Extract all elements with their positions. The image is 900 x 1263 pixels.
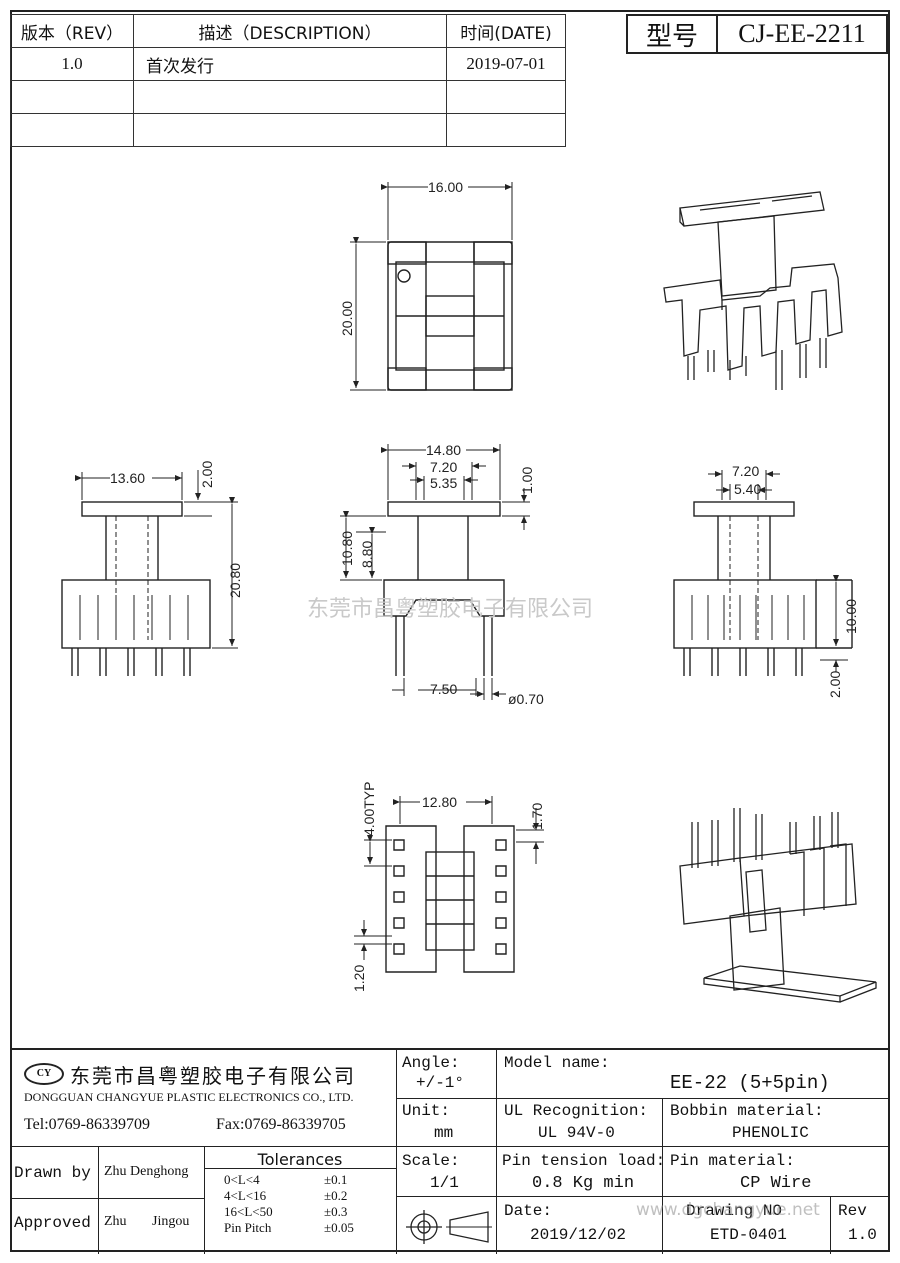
approved-name-2: Jingou bbox=[152, 1214, 190, 1229]
date-header: 时间(DATE) bbox=[446, 14, 566, 48]
tolerance-row: Pin Pitch ±0.05 bbox=[224, 1220, 394, 1236]
dim-bottom-width: 12.80 bbox=[422, 794, 457, 810]
company-name-cn: 东莞市昌粤塑胶电子有限公司 bbox=[70, 1063, 356, 1088]
dim-top-height: 20.00 bbox=[339, 301, 355, 336]
tolerance-range: 4<L<16 bbox=[224, 1188, 267, 1203]
pin-material-label: Pin material: bbox=[670, 1152, 795, 1170]
angle-label: Angle: bbox=[402, 1054, 460, 1072]
desc-header: 描述（DESCRIPTION） bbox=[133, 14, 447, 48]
tolerances-list: 0<L<4 ±0.1 4<L<16 ±0.2 16<L<50 ±0.3 Pin Pit… bbox=[224, 1172, 394, 1236]
dim-top-width: 16.00 bbox=[428, 179, 463, 195]
drawn-by-name: Zhu Denghong bbox=[104, 1164, 189, 1179]
front-view bbox=[340, 444, 530, 700]
tolerance-value: ±0.05 bbox=[324, 1220, 354, 1235]
bobbin-material-label: Bobbin material: bbox=[670, 1102, 824, 1120]
model-value: CJ-EE-2211 bbox=[738, 19, 866, 48]
tolerance-range: 16<L<50 bbox=[224, 1204, 273, 1219]
drawing-no-value: ETD-0401 bbox=[710, 1226, 787, 1244]
model-box: 型号 CJ-EE-2211 bbox=[626, 14, 888, 54]
technical-drawing: 16.00 20.00 13.60 2.00 20.80 bbox=[61, 179, 877, 1003]
drawing-frame bbox=[10, 10, 890, 1252]
dim-left-height: 20.80 bbox=[227, 563, 243, 598]
dim-front-a: 7.20 bbox=[430, 459, 457, 475]
ul-value: UL 94V-0 bbox=[538, 1124, 615, 1142]
url-watermark: www.dgchangyue.net bbox=[636, 1200, 820, 1220]
revision-table: 版本（REV） 描述（DESCRIPTION） 时间(DATE) 1.0 首次发… bbox=[10, 14, 566, 147]
scale-label: Scale: bbox=[402, 1152, 460, 1170]
dim-left-width: 13.60 bbox=[110, 470, 145, 486]
company-tel: Tel:0769-86339709 bbox=[24, 1116, 150, 1133]
dim-right-b: 5.40 bbox=[734, 481, 761, 497]
unit-value: mm bbox=[434, 1124, 454, 1142]
dim-bottom-typ: 4.00TYP bbox=[361, 782, 377, 836]
desc-cell bbox=[133, 113, 447, 147]
bottom-view bbox=[354, 796, 544, 973]
dim-right-a: 7.20 bbox=[732, 463, 759, 479]
tolerance-value: ±0.3 bbox=[324, 1204, 348, 1219]
tolerance-row: 0<L<4 ±0.1 bbox=[224, 1172, 394, 1188]
approved-label: Approved bbox=[14, 1214, 91, 1232]
title-block: CY 东莞市昌粤塑胶电子有限公司 DONGGUAN CHANGYUE PLAST… bbox=[10, 1048, 890, 1254]
scale-value: 1/1 bbox=[430, 1174, 459, 1192]
dim-bottom-c: 1.70 bbox=[529, 803, 545, 830]
tolerance-row: 4<L<16 ±0.2 bbox=[224, 1188, 394, 1204]
desc-cell bbox=[133, 80, 447, 114]
tolerance-value: ±0.2 bbox=[324, 1188, 348, 1203]
watermark-text: 东莞市昌粤塑胶电子有限公司 bbox=[307, 597, 593, 622]
dim-front-width: 14.80 bbox=[426, 442, 461, 458]
date-value: 2019/12/02 bbox=[530, 1226, 627, 1244]
pin-tension-label: Pin tension load: bbox=[502, 1152, 666, 1170]
angle-value: +/-1° bbox=[416, 1074, 465, 1092]
rev-value: 1.0 bbox=[848, 1226, 877, 1244]
rev-cell bbox=[10, 113, 134, 147]
company-header: CY 东莞市昌粤塑胶电子有限公司 bbox=[24, 1062, 394, 1088]
bobbin-material-value: PHENOLIC bbox=[732, 1124, 809, 1142]
tolerances-label: Tolerances bbox=[257, 1150, 343, 1169]
unit-label: Unit: bbox=[402, 1102, 451, 1120]
dim-right-p: 2.00 bbox=[827, 671, 843, 698]
model-label: 型号 bbox=[628, 16, 718, 52]
model-name-label: Model name: bbox=[504, 1054, 610, 1072]
dim-left-top: 2.00 bbox=[199, 461, 215, 488]
isometric-view-top bbox=[663, 191, 843, 390]
left-view bbox=[61, 470, 238, 676]
dim-front-h1: 10.80 bbox=[339, 531, 355, 566]
tolerance-range: 0<L<4 bbox=[224, 1172, 260, 1187]
company-name-en: DONGGUAN CHANGYUE PLASTIC ELECTRONICS CO… bbox=[24, 1090, 354, 1104]
drawn-by-label: Drawn by bbox=[14, 1164, 91, 1182]
dim-front-dia: ø0.70 bbox=[508, 691, 544, 707]
model-name-value: EE-22 (5+5pin) bbox=[670, 1072, 830, 1094]
pin-material-value: CP Wire bbox=[740, 1174, 812, 1193]
pin-tension-value: 0.8 Kg min bbox=[532, 1174, 635, 1193]
company-fax: Fax:0769-86339705 bbox=[216, 1116, 346, 1133]
dim-right-h: 10.00 bbox=[843, 599, 859, 634]
drawing-no-label: Drawing NO bbox=[686, 1202, 783, 1220]
date-label: Date: bbox=[504, 1202, 553, 1220]
dim-bottom-d: 1.20 bbox=[351, 965, 367, 992]
isometric-view-bottom bbox=[679, 808, 877, 1003]
approved-name-1: Zhu bbox=[104, 1214, 127, 1229]
dim-front-pin: 7.50 bbox=[430, 681, 457, 697]
company-logo-icon: CY bbox=[24, 1063, 64, 1085]
tolerance-row: 16<L<50 ±0.3 bbox=[224, 1204, 394, 1220]
tolerance-range: Pin Pitch bbox=[224, 1220, 272, 1235]
dim-front-b: 5.35 bbox=[430, 475, 457, 491]
tolerance-value: ±0.1 bbox=[324, 1172, 348, 1187]
top-view bbox=[350, 182, 513, 391]
dim-front-h2: 8.80 bbox=[359, 541, 375, 568]
projection-symbol-icon bbox=[400, 1204, 494, 1250]
date-cell: 2019-07-01 bbox=[446, 47, 566, 81]
ul-label: UL Recognition: bbox=[504, 1102, 649, 1120]
rev-label: Rev bbox=[838, 1202, 867, 1220]
right-view bbox=[673, 470, 853, 676]
dim-front-c: 1.00 bbox=[519, 467, 535, 494]
date-cell bbox=[446, 113, 566, 147]
